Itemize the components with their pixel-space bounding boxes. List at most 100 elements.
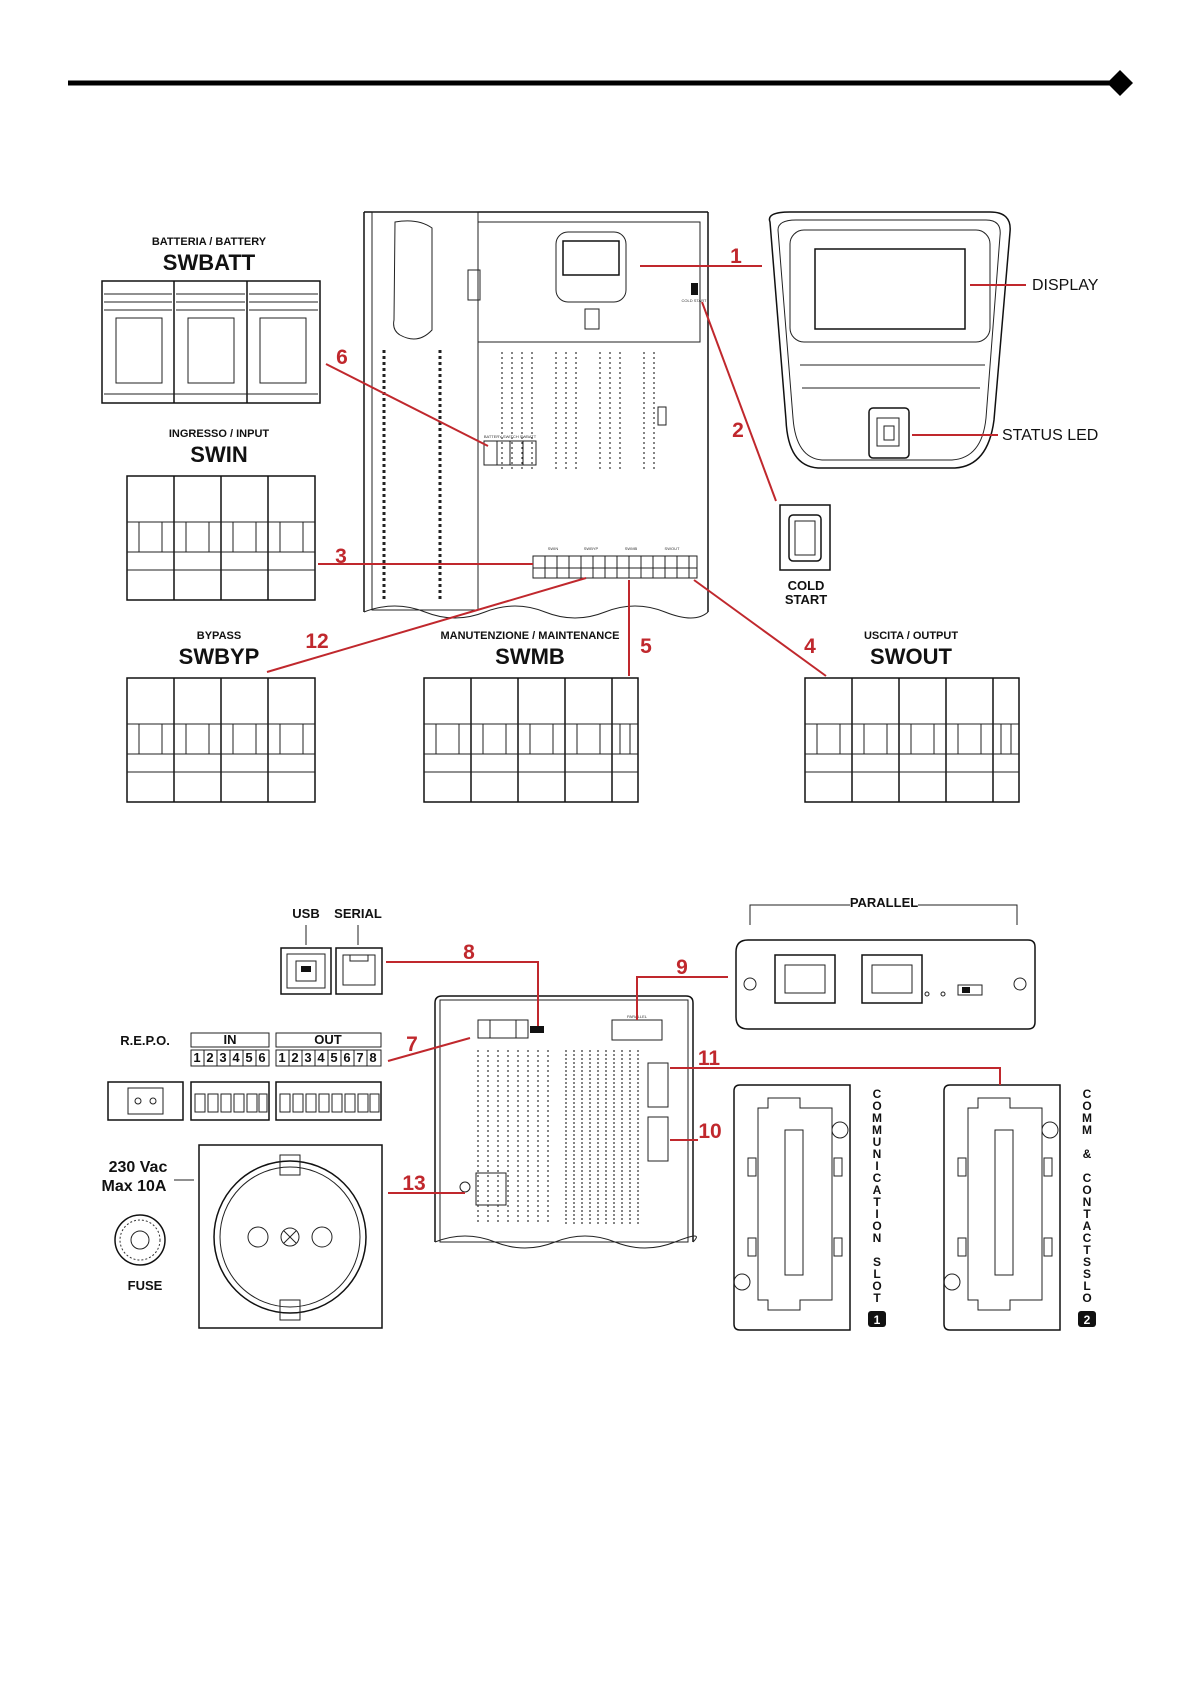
out-pin-8: 8 [369,1050,376,1065]
slot-2-letter: A [1083,1219,1092,1233]
slot-2-letter: N [1083,1195,1092,1209]
cold-start-label-line1: COLD [788,578,825,593]
callout-5: 5 [640,635,652,658]
communication-slot-1: C O M M U N I C A T I O N S L O T 1 [733,1084,886,1331]
cabinet-cold-start-label: COLD START [682,298,708,303]
slot-1-letter: C [873,1087,882,1101]
parallel-card: PARALLEL [735,895,1036,1030]
slot-2-letter: C [1083,1171,1092,1185]
rear-vent-right [565,1050,639,1225]
in-pin-3: 3 [219,1050,226,1065]
swmb-breaker: MANUTENZIONE / MAINTENANCE SWMB [423,630,639,803]
slot-1-letter: T [873,1195,881,1209]
slot-2-badge: 2 [1084,1313,1091,1327]
slot-1-letter: A [873,1183,882,1197]
cabinet-vent-grid [501,352,655,470]
swbatt-breaker: BATTERIA / BATTERY SWBATT [101,236,321,404]
callout-6: 6 [336,346,348,369]
ups-rear-view: PARALLEL [434,995,697,1249]
cabinet-swout-label: SWOUT [665,546,680,551]
usb-serial-ports: USB SERIAL [280,906,383,995]
ups-front-cabinet: COLD START BATTERY SWITCH SWBATT [363,211,709,619]
swbyp-caption: BYPASS [197,630,241,642]
slot-1-label: C O M M U N I C A T I O N S L O T [872,1087,882,1305]
serial-label: SERIAL [334,906,382,921]
out-pin-2: 2 [291,1050,298,1065]
swout-caption: USCITA / OUTPUT [864,630,958,642]
slot-1-letter: C [873,1171,882,1185]
slot-1-letter: N [873,1231,882,1245]
callout-2: 2 [732,419,744,442]
parallel-label: PARALLEL [850,895,918,910]
callout-8: 8 [463,941,475,964]
slot-1-letter: U [873,1135,882,1149]
header-rule [68,70,1133,96]
swout-breaker: USCITA / OUTPUT SWOUT [804,630,1020,803]
slot-2-letter: O [1082,1099,1091,1113]
swmb-name: SWMB [495,644,565,669]
slot-2-letter: S [1083,1255,1091,1269]
slot-2-letter: O [1082,1291,1091,1305]
slot-1-letter: I [875,1207,878,1221]
display-label: DISPLAY [1032,277,1099,294]
swin-caption: INGRESSO / INPUT [169,428,270,440]
slot-2-label: C O M M & C O N T A C T S S L O T [1082,1087,1092,1305]
out-pin-4: 4 [317,1050,325,1065]
rating-line1: 230 Vac [109,1159,168,1176]
swbatt-caption: BATTERIA / BATTERY [152,236,267,248]
fuse-label: FUSE [128,1278,163,1293]
slot-2-letter: T [1083,1207,1091,1221]
slot-2-letter: M [1082,1123,1092,1137]
slot-1-letter: N [873,1147,882,1161]
slot-1-letter: I [875,1159,878,1173]
callout-12: 12 [305,630,328,653]
slot-2-letter: S [1083,1267,1091,1281]
slot-1-letter: T [873,1291,881,1305]
swout-name: SWOUT [870,644,952,669]
rating-line2: Max 10A [102,1178,167,1195]
slot-1-letter: S [873,1255,881,1269]
slot-2-letter: & [1083,1147,1092,1161]
status-led-label: STATUS LED [1002,427,1098,444]
slot-2-letter: M [1082,1111,1092,1125]
slot-2-letter: C [1083,1087,1092,1101]
out-title: OUT [314,1032,342,1047]
out-pin-1: 1 [278,1050,285,1065]
swin-breaker: INGRESSO / INPUT SWIN [126,428,316,601]
repo-label: R.E.P.O. [120,1033,170,1048]
rear-vent-left [477,1050,549,1225]
out-pin-6: 6 [343,1050,350,1065]
slot-1-badge: 1 [874,1313,881,1327]
swbatt-name: SWBATT [163,250,256,275]
cold-start-label-line2: START [785,592,827,607]
callout-3: 3 [335,545,347,568]
swbyp-name: SWBYP [179,644,260,669]
cabinet-swmb-label: SWMB [625,546,638,551]
callout-10: 10 [698,1120,721,1143]
slot-1-letter: O [872,1219,881,1233]
callout-11: 11 [698,1047,721,1070]
out-pin-3: 3 [304,1050,311,1065]
slot-2-letter: L [1083,1279,1090,1293]
out-pin-7: 7 [356,1050,363,1065]
repo-in-out-terminals: R.E.P.O. IN 1 2 3 4 5 6 OUT 1 [107,1032,382,1121]
slot-1-letter: O [872,1279,881,1293]
in-pin-4: 4 [232,1050,240,1065]
slot-2-letter: T [1083,1243,1091,1257]
in-pin-6: 6 [258,1050,265,1065]
cabinet-swbatt-label: BATTERY SWITCH SWBATT [484,434,537,439]
callout-4: 4 [804,635,816,658]
callout-leaders [266,265,1026,1194]
comm-contacts-slot-2: C O M M & C O N T A C T S S L O T 2 [943,1084,1096,1331]
cabinet-swbyp-label: SWBYP [584,546,599,551]
usb-label: USB [292,906,319,921]
in-pin-5: 5 [245,1050,252,1065]
slot-1-letter: M [872,1123,882,1137]
slot-1-letter: M [872,1111,882,1125]
swin-name: SWIN [190,442,247,467]
slot-2-letter: O [1082,1183,1091,1197]
slot-1-letter: L [873,1267,880,1281]
control-panel-detail: DISPLAY STATUS LED [768,211,1099,469]
swmb-caption: MANUTENZIONE / MAINTENANCE [440,630,619,642]
